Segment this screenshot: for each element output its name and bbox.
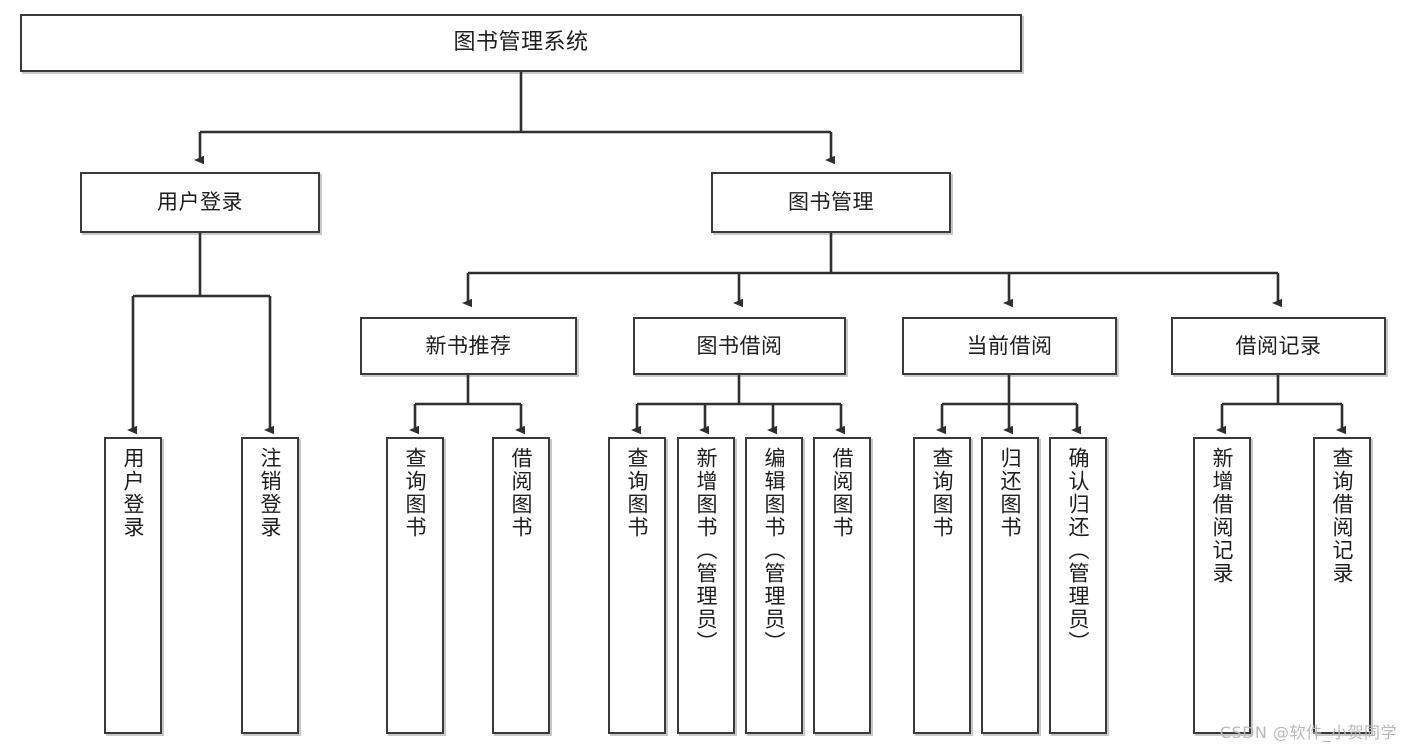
leaf-user-login[interactable]: 用户登录: [104, 437, 162, 734]
leaf-query-books-2[interactable]: 查询图书: [608, 437, 666, 734]
node-book-management-label: 图书管理: [788, 190, 874, 215]
node-new-book-recommend[interactable]: 新书推荐: [360, 317, 577, 375]
leaf-borrow-books-1-label: 借阅图书: [509, 447, 534, 539]
leaf-add-borrow-record-label: 新增借阅记录: [1210, 447, 1235, 585]
leaf-borrow-books-2[interactable]: 借阅图书: [813, 437, 871, 734]
node-new-book-recommend-label: 新书推荐: [425, 333, 512, 358]
node-book-borrow[interactable]: 图书借阅: [633, 317, 846, 375]
leaf-query-books-3-label: 查询图书: [930, 447, 955, 539]
node-root-label: 图书管理系统: [453, 30, 589, 56]
leaf-confirm-return-admin-label: 确认归还（管理员）: [1066, 447, 1091, 654]
leaf-query-books-1[interactable]: 查询图书: [386, 437, 444, 734]
leaf-logout-login[interactable]: 注销登录: [241, 437, 299, 734]
node-root[interactable]: 图书管理系统: [20, 14, 1022, 72]
csdn-watermark: CSDN @软件_小贺同学: [1219, 723, 1397, 742]
leaf-borrow-books-2-label: 借阅图书: [830, 447, 855, 539]
leaf-borrow-books-1[interactable]: 借阅图书: [492, 437, 550, 734]
leaf-query-borrow-record[interactable]: 查询借阅记录: [1313, 437, 1371, 734]
node-book-borrow-label: 图书借阅: [696, 333, 783, 358]
leaf-add-borrow-record[interactable]: 新增借阅记录: [1193, 437, 1251, 734]
leaf-query-books-1-label: 查询图书: [403, 447, 428, 539]
leaf-logout-login-label: 注销登录: [258, 447, 283, 539]
node-user-login[interactable]: 用户登录: [80, 172, 320, 233]
leaf-return-books[interactable]: 归还图书: [981, 437, 1039, 734]
leaf-confirm-return-admin[interactable]: 确认归还（管理员）: [1049, 437, 1107, 734]
node-borrow-record[interactable]: 借阅记录: [1171, 317, 1386, 375]
leaf-edit-book-admin-label: 编辑图书（管理员）: [762, 447, 787, 654]
leaf-user-login-label: 用户登录: [121, 447, 146, 539]
leaf-query-books-2-label: 查询图书: [625, 447, 650, 539]
leaf-add-book-admin[interactable]: 新增图书（管理员）: [677, 437, 735, 734]
leaf-query-borrow-record-label: 查询借阅记录: [1330, 447, 1355, 585]
leaf-query-books-3[interactable]: 查询图书: [913, 437, 971, 734]
leaf-edit-book-admin[interactable]: 编辑图书（管理员）: [745, 437, 803, 734]
node-user-login-label: 用户登录: [157, 190, 243, 215]
leaf-add-book-admin-label: 新增图书（管理员）: [694, 447, 719, 654]
node-book-management[interactable]: 图书管理: [711, 172, 951, 233]
leaf-return-books-label: 归还图书: [998, 447, 1023, 539]
node-current-borrow[interactable]: 当前借阅: [902, 317, 1117, 375]
node-current-borrow-label: 当前借阅: [966, 333, 1053, 358]
node-borrow-record-label: 借阅记录: [1235, 333, 1322, 358]
